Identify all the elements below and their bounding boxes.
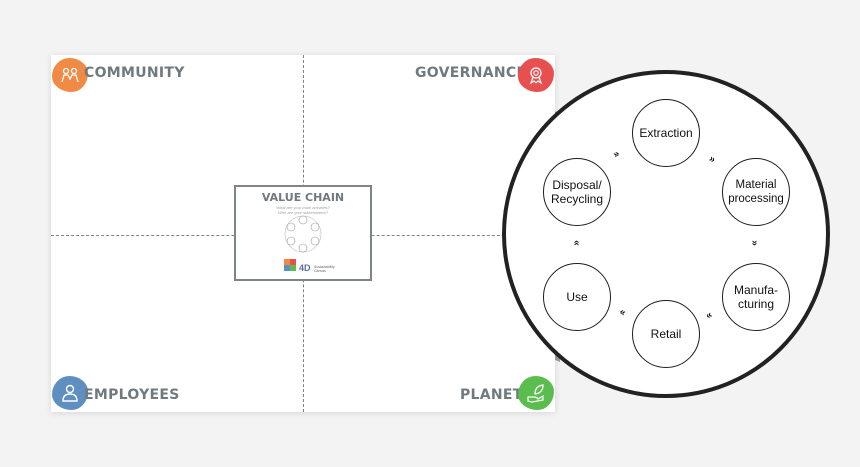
community-badge (52, 58, 88, 92)
logo-text-line2: Canvas (314, 269, 326, 273)
governance-label: GOVERNANCE (415, 65, 527, 81)
value-chain-zoom-circle: Extraction Material processing Manufa-ct… (502, 70, 830, 398)
node-extraction[interactable]: Extraction (632, 99, 700, 167)
employees-badge (52, 376, 88, 410)
arrow-extraction-to-processing: » (706, 153, 718, 166)
arrow-use-to-disposal: » (570, 240, 582, 246)
value-chain-card[interactable]: VALUE CHAIN What are your main activitie… (234, 185, 372, 281)
node-retail[interactable]: Retail (632, 300, 700, 368)
value-chain-card-subtitle-1: What are your main activities? (276, 205, 330, 210)
mini-cycle-diagram (284, 215, 322, 253)
node-disposal-recycling[interactable]: Disposal/ Recycling (543, 158, 611, 226)
people-icon (61, 67, 79, 83)
node-label: Disposal/ Recycling (550, 178, 604, 206)
arrow-retail-to-use: » (617, 306, 628, 319)
node-material-processing[interactable]: Material processing (722, 158, 790, 226)
governance-badge (518, 58, 554, 92)
node-label: Retail (650, 327, 682, 341)
arrow-disposal-to-extraction: » (611, 148, 622, 161)
planet-badge (518, 376, 554, 410)
leaf-hand-icon (527, 384, 544, 403)
node-label: Material processing (728, 179, 784, 205)
value-chain-card-title: VALUE CHAIN (261, 191, 345, 204)
value-chain-card-subtitle-2: Who are your stakeholders? (277, 210, 329, 215)
4d-logo-icon (284, 259, 296, 271)
arrow-processing-to-manufacturing: » (748, 240, 760, 246)
arrow-manufacturing-to-retail: » (703, 309, 715, 322)
logo-text-line1: Sustainability (314, 265, 335, 269)
planet-label: PLANET (460, 387, 523, 403)
award-ribbon-icon (529, 67, 543, 85)
node-label: Manufa-cturing (733, 283, 779, 311)
employees-label: EMPLOYEES (84, 387, 180, 403)
user-icon (62, 384, 78, 402)
node-label: Extraction (639, 126, 693, 140)
node-label: Use (566, 290, 588, 304)
community-label: COMMUNITY (84, 65, 185, 81)
node-use[interactable]: Use (543, 263, 611, 331)
logo-brand: 4D (299, 263, 311, 273)
node-manufacturing[interactable]: Manufa-cturing (722, 263, 790, 331)
